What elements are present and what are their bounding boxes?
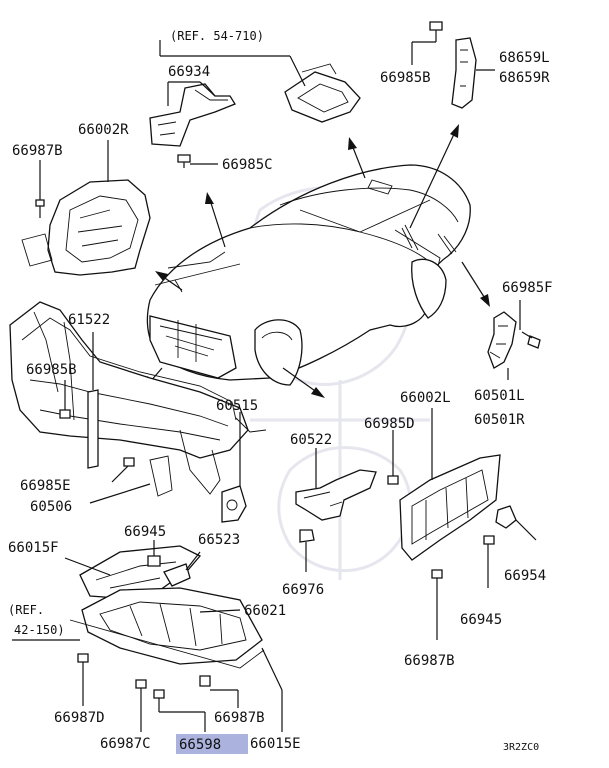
part-label-66987D[interactable]: 66987D (54, 710, 105, 726)
car-body-outline (146, 164, 471, 386)
bracket-68659 (411, 21, 495, 109)
ref-54-710-label: (REF. 54-710) (170, 29, 264, 43)
part-label-66021[interactable]: 66021 (244, 603, 286, 619)
bottom-bolts (77, 647, 283, 732)
part-label-66985B-top[interactable]: 66985B (380, 70, 431, 86)
diagram-code: 3R2ZC0 (503, 742, 539, 753)
ref-42-150-label-line1: (REF. (8, 603, 44, 617)
bracket-ref-54-710 (159, 40, 361, 123)
part-label-61522[interactable]: 61522 (68, 312, 110, 328)
part-label-66987B-bottom[interactable]: 66987B (214, 710, 265, 726)
part-label-66985B-left[interactable]: 66985B (26, 362, 77, 378)
bracket-66934 (149, 81, 236, 168)
part-label-66985C[interactable]: 66985C (222, 157, 273, 173)
part-label-66002R[interactable]: 66002R (78, 122, 129, 138)
part-label-66523[interactable]: 66523 (198, 532, 240, 548)
part-label-66987C[interactable]: 66987C (100, 736, 151, 752)
part-label-66945-right[interactable]: 66945 (460, 612, 502, 628)
part-label-66987B-right[interactable]: 66987B (404, 653, 455, 669)
part-label-68659R[interactable]: 68659R (499, 70, 550, 86)
part-label-66934[interactable]: 66934 (168, 64, 210, 80)
part-label-68659L[interactable]: 68659L (499, 50, 550, 66)
splash-shield-66002L (399, 408, 537, 640)
bracket-60501 (487, 300, 541, 380)
splash-shield-66002R (21, 140, 151, 276)
radiator-support-61522 (9, 301, 249, 504)
part-label-60501L[interactable]: 60501L (474, 388, 525, 404)
part-label-66002L[interactable]: 66002L (400, 390, 451, 406)
part-label-66976[interactable]: 66976 (282, 582, 324, 598)
bracket-60515 (221, 412, 267, 523)
bracket-60522 (295, 430, 399, 572)
part-label-66985E[interactable]: 66985E (20, 478, 71, 494)
part-label-66954[interactable]: 66954 (504, 568, 546, 584)
ref-42-150-label-line2: 42-150) (14, 623, 65, 637)
part-label-66985D[interactable]: 66985D (364, 416, 415, 432)
part-label-60522[interactable]: 60522 (290, 432, 332, 448)
part-label-66945-mid[interactable]: 66945 (124, 524, 166, 540)
part-label-66015F[interactable]: 66015F (8, 540, 59, 556)
pointer-arrows (145, 124, 490, 398)
part-label-60506[interactable]: 60506 (30, 499, 72, 515)
part-label-66598-highlighted[interactable]: 66598 (179, 737, 221, 753)
part-label-66985F[interactable]: 66985F (502, 280, 553, 296)
clip-66945-mid (147, 540, 201, 587)
part-label-60501R[interactable]: 60501R (474, 412, 525, 428)
part-label-66987B-left[interactable]: 66987B (12, 143, 63, 159)
undercover-66021 (12, 587, 265, 669)
part-label-60515[interactable]: 60515 (216, 398, 258, 414)
part-label-66015E[interactable]: 66015E (250, 736, 301, 752)
highlighted-part-box (176, 734, 248, 754)
